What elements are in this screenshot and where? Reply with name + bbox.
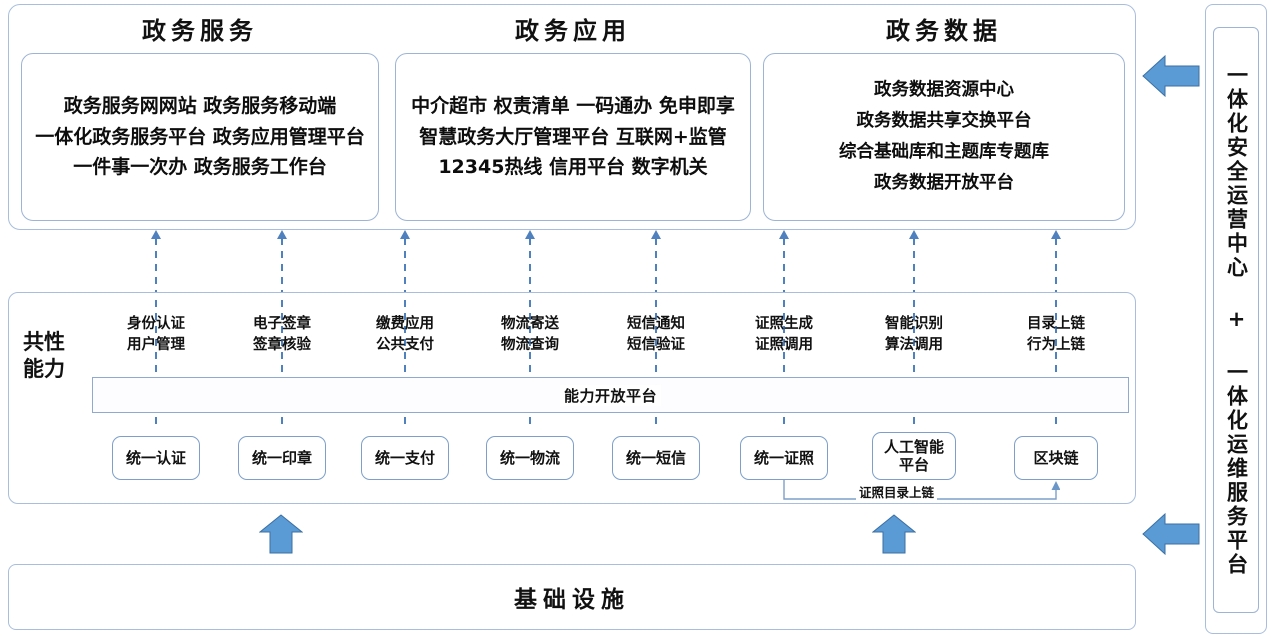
capability-box-blockchain[interactable]: 区块链 — [1014, 436, 1098, 480]
dashed-arrow-up-icon — [525, 230, 535, 294]
top-column-body: 中介超市 权责清单 一码通办 免申即享 智慧政务大厅管理平台 互联网+监管 12… — [395, 53, 751, 221]
capability-box-label: 统一支付 — [374, 448, 435, 467]
top-column-title: 政务应用 — [515, 17, 631, 45]
capability-head-line: 证照生成 — [755, 316, 813, 332]
top-column-title: 政务数据 — [886, 17, 1002, 45]
capability-box-label: 统一认证 — [125, 448, 186, 467]
infrastructure-container: 基础设施 — [8, 564, 1136, 630]
dashed-line-icon — [655, 300, 657, 430]
block-arrow-up-icon — [259, 514, 303, 554]
top-column-line: 综合基础库和主题库专题库 — [839, 142, 1049, 162]
capability-head-line: 物流寄送 — [501, 316, 559, 332]
capability-box-unified-payment[interactable]: 统一支付 — [361, 436, 449, 480]
capability-box-unified-seal[interactable]: 统一印章 — [238, 436, 326, 480]
license-catalog-chain-label: 证照目录上链 — [856, 482, 938, 501]
capability-box-label: 统一证照 — [753, 448, 814, 467]
dashed-arrow-up-icon — [151, 230, 161, 294]
capability-open-platform-bar: 能力开放平台 — [92, 377, 1129, 413]
block-arrow-left-icon — [1142, 54, 1200, 98]
dashed-line-icon — [281, 300, 283, 430]
capability-box-label: 平台 — [898, 456, 929, 474]
dashed-line-icon — [913, 300, 915, 430]
capability-head-license: 证照生成 证照调用 — [730, 314, 838, 355]
common-capability-label: 共性能力 — [23, 330, 65, 381]
top-column-line: 智慧政务大厅管理平台 互联网+监管 — [419, 125, 727, 148]
block-arrow-left-icon — [1142, 512, 1200, 556]
security-ops-sidebar-label: 一体化安全运营中心 + 一体化运维服务平台 — [1224, 63, 1249, 577]
dashed-line-icon — [404, 300, 406, 430]
dashed-line-icon — [783, 300, 785, 430]
top-column-line: 政务数据开放平台 — [874, 173, 1014, 194]
top-column-line: 一体化政务服务平台 政务应用管理平台 — [35, 125, 365, 148]
capability-head-line: 智能识别 — [885, 316, 943, 332]
top-column-line: 政务数据资源中心 — [874, 79, 1014, 100]
top-column-line: 12345热线 信用平台 数字机关 — [438, 156, 708, 179]
capability-box-unified-auth[interactable]: 统一认证 — [112, 436, 200, 480]
top-column-line: 中介超市 权责清单 一码通办 免申即享 — [411, 94, 735, 117]
dashed-line-icon — [155, 300, 157, 430]
top-layer-container: 政务服务 政务服务网网站 政务服务移动端 一体化政务服务平台 政务应用管理平台 … — [8, 4, 1136, 230]
dashed-arrow-up-icon — [277, 230, 287, 294]
dashed-arrow-up-icon — [651, 230, 661, 294]
infrastructure-title: 基础设施 — [514, 587, 630, 613]
capability-head-line: 行为上链 — [1027, 336, 1085, 353]
dashed-arrow-up-icon — [779, 230, 789, 294]
capability-head-line: 物流查询 — [501, 336, 559, 353]
capability-head-line: 算法调用 — [885, 336, 943, 353]
dashed-line-icon — [529, 300, 531, 430]
top-column-line: 政务服务网网站 政务服务移动端 — [63, 94, 337, 117]
capability-head-line: 缴费应用 — [376, 316, 434, 332]
top-column-body: 政务数据资源中心 政务数据共享交换平台 综合基础库和主题库专题库 政务数据开放平… — [763, 53, 1125, 221]
capability-box-ai-platform[interactable]: 人工智能 平台 — [872, 432, 956, 480]
top-column-government-application: 政务应用 中介超市 权责清单 一码通办 免申即享 智慧政务大厅管理平台 互联网+… — [395, 11, 751, 225]
capability-head-line: 身份认证 — [127, 316, 185, 332]
capability-head-seal: 电子签章 签章核验 — [228, 314, 336, 355]
dashed-line-icon — [1055, 300, 1057, 430]
capability-box-label: 统一物流 — [499, 448, 560, 467]
capability-head-blockchain: 目录上链 行为上链 — [1002, 314, 1110, 355]
dashed-arrow-up-icon — [1051, 230, 1061, 294]
dashed-arrow-up-icon — [909, 230, 919, 294]
capability-box-unified-sms[interactable]: 统一短信 — [612, 436, 700, 480]
capability-open-platform-label: 能力开放平台 — [559, 384, 661, 406]
top-column-body: 政务服务网网站 政务服务移动端 一体化政务服务平台 政务应用管理平台 一件事一次… — [21, 53, 379, 221]
capability-box-unified-logistics[interactable]: 统一物流 — [486, 436, 574, 480]
capability-head-line: 证照调用 — [755, 336, 813, 353]
capability-head-line: 电子签章 — [253, 316, 311, 332]
capability-head-line: 用户管理 — [127, 336, 185, 353]
top-column-line: 政务数据共享交换平台 — [856, 110, 1032, 131]
capability-head-logistics: 物流寄送 物流查询 — [476, 314, 584, 355]
top-column-government-data: 政务数据 政务数据资源中心 政务数据共享交换平台 综合基础库和主题库专题库 政务… — [763, 11, 1125, 225]
capability-head-line: 短信验证 — [627, 336, 685, 353]
capability-head-line: 公共支付 — [376, 336, 434, 353]
top-column-government-service: 政务服务 政务服务网网站 政务服务移动端 一体化政务服务平台 政务应用管理平台 … — [21, 11, 379, 225]
capability-head-line: 目录上链 — [1027, 316, 1085, 332]
capability-box-label: 统一短信 — [625, 448, 686, 467]
top-column-line: 一件事一次办 政务服务工作台 — [73, 156, 327, 179]
capability-head-sms: 短信通知 短信验证 — [602, 314, 710, 355]
capability-box-label: 统一印章 — [251, 448, 312, 467]
capability-head-ai: 智能识别 算法调用 — [860, 314, 968, 355]
dashed-arrow-up-icon — [400, 230, 410, 294]
security-ops-sidebar: 一体化安全运营中心 + 一体化运维服务平台 — [1205, 4, 1267, 634]
capability-box-label: 区块链 — [1033, 448, 1079, 467]
capability-head-line: 签章核验 — [253, 336, 311, 353]
capability-box-label: 人工智能 — [883, 437, 944, 456]
top-column-title: 政务服务 — [142, 17, 258, 45]
security-ops-sidebar-inner: 一体化安全运营中心 + 一体化运维服务平台 — [1213, 27, 1259, 613]
capability-head-line: 短信通知 — [627, 316, 685, 332]
capability-head-identity: 身份认证 用户管理 — [102, 314, 210, 355]
block-arrow-up-icon — [872, 514, 916, 554]
capability-head-payment: 缴费应用 公共支付 — [351, 314, 459, 355]
capability-box-unified-license[interactable]: 统一证照 — [740, 436, 828, 480]
